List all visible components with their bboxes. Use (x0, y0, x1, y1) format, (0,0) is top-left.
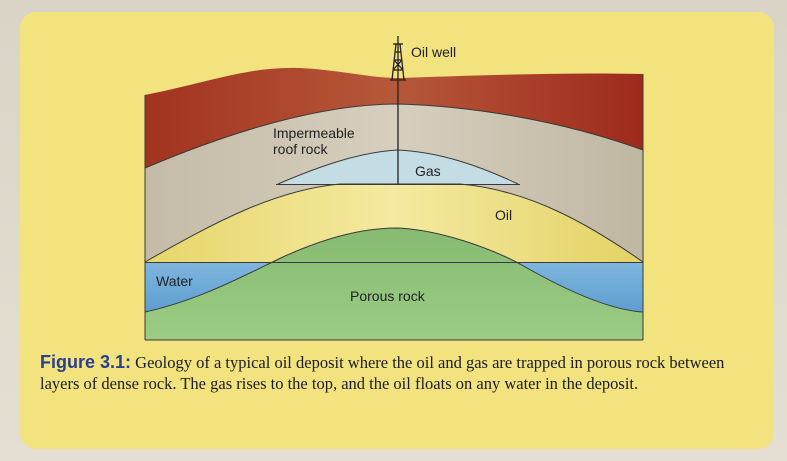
top-rock-layer (145, 67, 643, 168)
roof-rock-label-line1: Impermeable (273, 125, 355, 141)
figure-caption: Figure 3.1: Geology of a typical oil dep… (40, 352, 760, 394)
gas-label: Gas (415, 163, 441, 179)
oil-layer (145, 184, 643, 262)
porous-rock-label: Porous rock (350, 288, 426, 304)
boundary-roof-oil (144, 183, 644, 263)
roof-rock-label-line2: roof rock (273, 141, 328, 157)
boundary-porous-top (144, 227, 644, 313)
caption-text: Geology of a typical oil deposit where t… (40, 353, 725, 393)
water-label: Water (156, 273, 193, 289)
figure-number: Figure 3.1: (40, 352, 132, 372)
oil-well-label: Oil well (411, 44, 456, 60)
oil-well-derrick-icon (390, 36, 406, 184)
porous-rock-layer (145, 228, 643, 340)
oil-label: Oil (495, 207, 512, 223)
